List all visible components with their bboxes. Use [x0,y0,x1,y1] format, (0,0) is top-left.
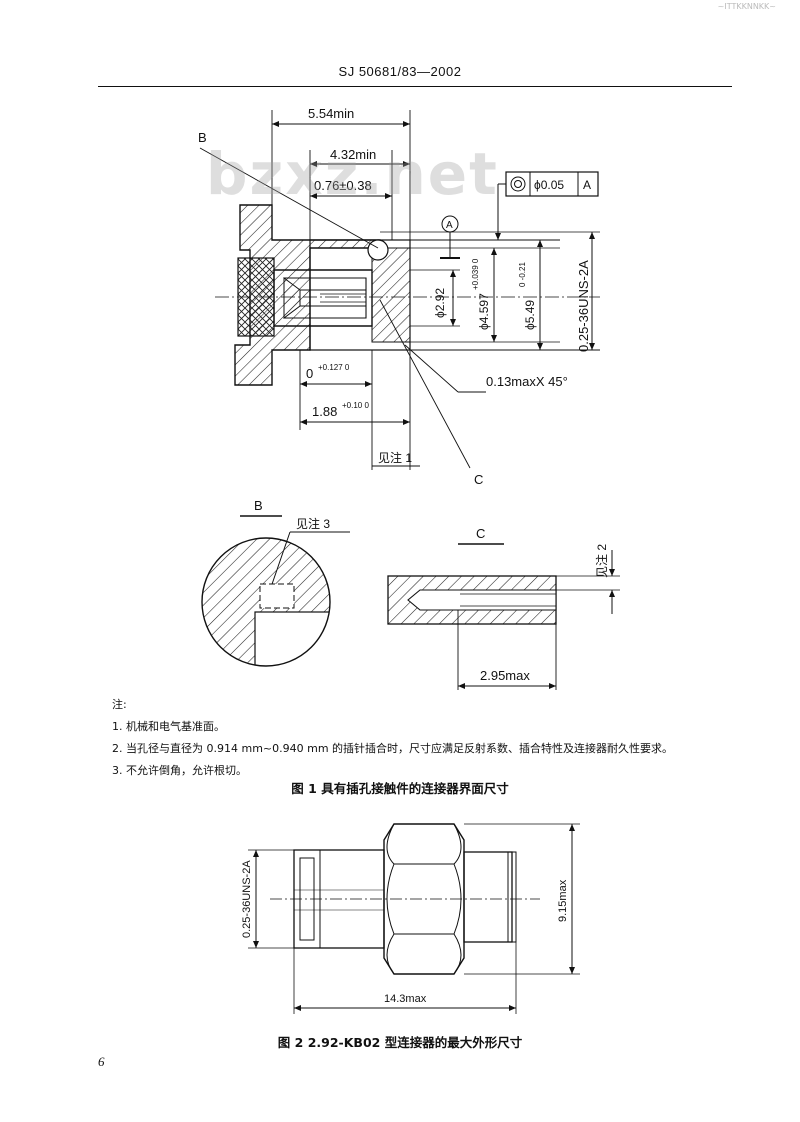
hex-nut [383,823,465,975]
dim-188-tol: +0.10 0 [342,401,369,410]
note-item-2: 2. 当孔径与直径为 0.914 mm~0.940 mm 的插针插合时，尺寸应满… [112,742,674,755]
header-rule [98,86,732,87]
dim-549: ϕ5.49 [523,300,537,330]
geometric-tolerance-frame: ϕ0.05 A [505,171,599,197]
dim-292: ϕ2.92 [433,288,447,318]
dim-4597: ϕ4.597 [477,293,491,330]
chamfer-label: 0.13maxX 45° [486,374,568,389]
dim-554: 5.54min [308,106,354,121]
page-header: SJ 50681/83—2002 [338,64,462,79]
figure1-section-view: 5.54min 4.32min 0.76±0.38 B A ϕ0.05 A ϕ2… [198,106,600,487]
note-item-1: 1. 机械和电气基准面。 [112,720,225,733]
watermark: bzxz.net [206,140,499,208]
dim-0-tol: +0.127 0 [318,363,350,372]
detail-c-note: 见注 2 [594,544,609,578]
detail-c-title: C [476,526,485,541]
dim-thread: 0.25-36UNS-2A [576,260,591,352]
corner-mark: ~ITTKKNNKK~ [717,2,776,11]
page-number: 6 [98,1054,105,1069]
note-item-3: 3. 不允许倒角，允许根切。 [112,764,247,777]
figure1-notes: 注: 1. 机械和电气基准面。 2. 当孔径与直径为 0.914 mm~0.94… [112,694,673,782]
figure2-outline: 0.25-36UNS-2A 9.15max 14.3max [241,823,580,1014]
label-b: B [198,130,207,145]
fig2-width: 9.15max [557,879,569,922]
detail-b-circle [201,537,331,667]
notes-heading: 注: [112,698,127,711]
detail-b-note: 见注 3 [296,516,330,531]
svg-text:A: A [583,178,591,192]
svg-text:ϕ0.05: ϕ0.05 [534,178,564,192]
dim-0: 0 [306,366,313,381]
fig2-thread: 0.25-36UNS-2A [241,860,253,938]
datum-a: A [446,220,453,231]
figure2-caption: 图 2 2.92-KB02 型连接器的最大外形尺寸 [277,1035,523,1050]
dim-188: 1.88 [312,404,337,419]
note1-ref: 见注 1 [378,450,412,465]
dim-076: 0.76±0.38 [314,178,372,193]
dim-432: 4.32min [330,147,376,162]
detail-b-title: B [254,498,263,513]
dim-4597-tol: +0.039 0 [471,258,480,290]
detail-views: B 见注 3 C 见注 2 2.95max [201,498,620,690]
dim-549-tol: 0 -0.21 [518,262,527,287]
label-c: C [474,472,483,487]
fig2-length: 14.3max [384,993,427,1005]
figure1-caption: 图 1 具有插孔接触件的连接器界面尺寸 [291,781,509,796]
detail-c-dim: 2.95max [480,668,530,683]
